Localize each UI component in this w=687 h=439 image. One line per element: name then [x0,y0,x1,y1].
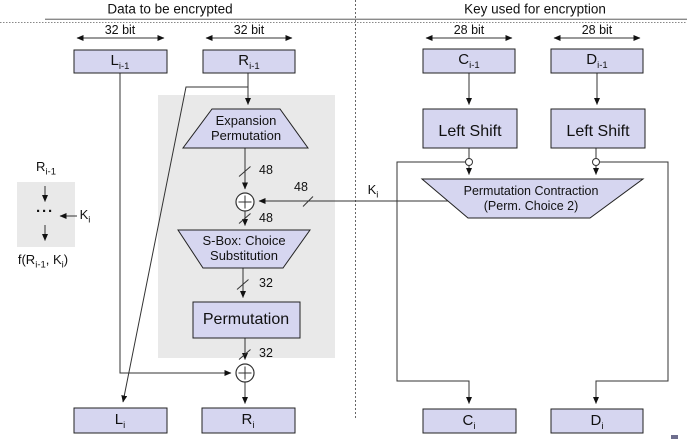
header-data-section: Data to be encrypted [107,1,233,17]
register-box-r-next [201,407,296,434]
bus-width-32: 32 [259,346,273,361]
register-box-l-prev [73,49,168,74]
wire-loop-to-d-next [593,161,669,404]
register-l-next-label: Li [114,410,126,431]
bus-width-48: 48 [294,180,308,195]
wire-r-to-l-next [121,86,248,403]
left-shift-box-d [550,108,646,149]
permutation-contraction-label: Permutation Contraction [463,184,599,199]
sbox-label: Substitution [210,247,278,263]
bit-label-r: 32 bit [233,23,265,38]
register-c-next-label: Ci [462,411,476,432]
xor-icon [235,363,255,383]
permutation-label: Permutation [202,311,290,329]
register-r-next-label: Ri [241,410,255,431]
legend-k-label: Ki [79,206,91,226]
artifact-mark [671,435,678,439]
register-l-prev-label: Li-1 [110,51,130,72]
permutation-contraction-label: (Perm. Choice 2) [483,199,579,214]
bit-label-c: 28 bit [453,23,485,38]
sbox-label: S-Box: Choice [202,232,286,248]
sbox-shape [177,229,311,269]
legend-r-label: Ri-1 [36,158,56,178]
register-box-l-next [73,407,168,434]
register-d-prev-label: Di-1 [586,50,608,71]
wire-l-to-xor [119,73,232,376]
register-box-c-next [422,408,517,434]
register-r-prev-label: Ri-1 [238,51,260,72]
xor-icon [235,192,255,212]
legend-dots: ··· [36,202,54,220]
bit-label-l: 32 bit [104,23,136,38]
expansion-permutation-label: Expansion [215,112,277,128]
bit-label-d: 28 bit [581,23,613,38]
bus-width-32: 32 [259,276,273,291]
register-box-d-next [550,408,644,434]
register-d-next-label: Di [590,411,604,432]
bus-width-48: 48 [259,163,273,178]
bus-width-48: 48 [259,211,273,226]
legend-f-label: f(Ri-1, Ki) [17,251,69,271]
expansion-permutation-label: Permutation [210,127,282,143]
wire-loop-to-c-next [396,161,472,404]
bus-slash-ticks [236,166,314,360]
left-shift-box-c [422,108,518,149]
register-box-r-prev [202,49,296,74]
left-shift-label-c: Left Shift [438,123,502,141]
permutation-contraction-shape [420,178,645,219]
header-key-section: Key used for encryption [464,1,606,17]
permutation-box [192,301,301,339]
register-box-c-prev [422,48,516,74]
junction-dot [592,158,600,166]
key-ki-label: Ki [367,181,379,201]
left-shift-label-d: Left Shift [566,123,630,141]
register-box-d-prev [550,48,644,74]
junction-dot [465,158,473,166]
register-c-prev-label: Ci-1 [458,50,480,71]
expansion-permutation-shape [182,108,309,149]
